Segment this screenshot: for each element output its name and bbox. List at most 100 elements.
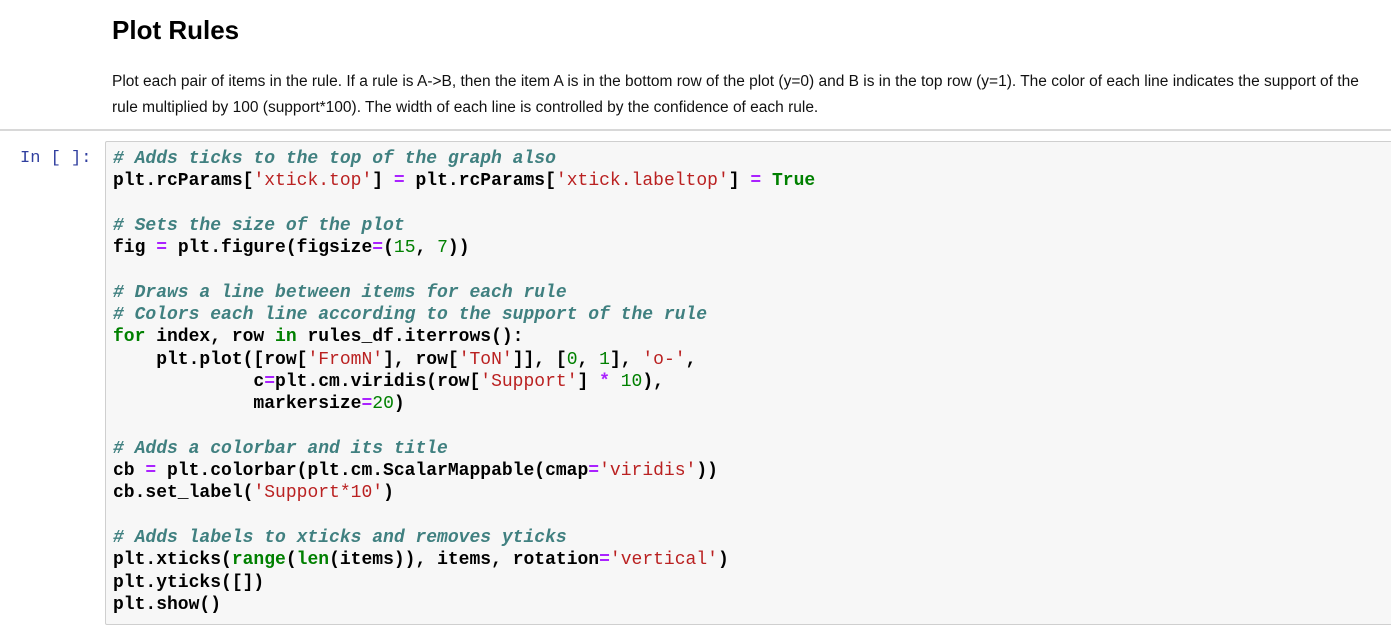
input-prompt: In [ ]: (20, 149, 92, 168)
code-token: 1 (599, 349, 610, 370)
code-token: plt.xticks( (113, 550, 232, 571)
code-token: , (577, 349, 600, 370)
code-token: markersize (113, 394, 362, 415)
code-token: 'vertical' (609, 550, 718, 571)
code-token: = (156, 238, 168, 259)
code-token: len (296, 550, 330, 571)
code-comment: # Sets the size of the plot (113, 215, 405, 236)
code-token: (items)), items, rotation (329, 550, 600, 571)
code-token: 0 (566, 349, 578, 370)
code-token: fig (113, 238, 157, 259)
code-comment: # Colors each line according to the supp… (113, 305, 708, 326)
code-token: ] (728, 171, 751, 192)
code-line (113, 505, 815, 527)
code-line: plt.xticks(range(len(items)), items, rot… (113, 549, 815, 571)
code-token: plt.figure(figsize (167, 238, 373, 259)
code-token: cb.set_label( (113, 483, 254, 504)
code-line: for index, row in rules_df.iterrows(): (113, 326, 815, 348)
code-token: ) (717, 550, 729, 571)
code-token: for (113, 327, 146, 348)
code-line: fig = plt.figure(figsize=(15, 7)) (113, 237, 815, 259)
code-line: plt.show() (113, 594, 815, 616)
code-line (113, 259, 815, 281)
code-line (113, 416, 815, 438)
code-line: # Draws a line between items for each ru… (113, 282, 815, 304)
code-token: plt.yticks([]) (113, 572, 265, 593)
code-line: # Adds ticks to the top of the graph als… (113, 148, 815, 170)
code-token: 10 (620, 371, 643, 392)
code-token: plt.plot([row[ (113, 349, 308, 370)
code-token: * (599, 371, 610, 392)
code-token: c (113, 371, 265, 392)
code-token: 7 (437, 238, 448, 259)
code-token: = (361, 394, 373, 415)
code-token: plt.cm.viridis(row[ (275, 371, 481, 392)
code-line: # Colors each line according to the supp… (113, 304, 815, 326)
code-token: plt.rcParams[ (113, 171, 254, 192)
cell-separator (0, 129, 1391, 131)
code-line: markersize=20) (113, 393, 815, 415)
code-token (761, 171, 772, 191)
code-token: 'xtick.labeltop' (555, 171, 729, 192)
code-token: ], row[ (383, 349, 459, 370)
description-paragraph: Plot each pair of items in the rule. If … (112, 73, 1359, 116)
code-token: = (145, 461, 157, 482)
code-token: = (599, 550, 610, 571)
code-token: ] (577, 371, 600, 392)
code-token: ]], [ (512, 349, 567, 370)
code-line: # Adds a colorbar and its title (113, 438, 815, 460)
code-token (610, 372, 621, 392)
code-token: 15 (393, 238, 416, 259)
code-token: , (685, 349, 697, 370)
code-token: plt.rcParams[ (404, 171, 556, 192)
code-token: True (771, 171, 816, 192)
code-token: ], (609, 349, 643, 370)
code-token: ) (383, 483, 394, 504)
code-token: ] (372, 171, 394, 192)
code-token: ) (393, 394, 405, 415)
code-token: ( (383, 238, 394, 259)
code-token: range (231, 550, 286, 571)
code-token: index, row (145, 327, 276, 348)
code-line: plt.yticks([]) (113, 572, 815, 594)
code-line: plt.rcParams['xtick.top'] = plt.rcParams… (113, 170, 815, 192)
code-token: = (264, 371, 276, 392)
code-token: ( (285, 550, 297, 571)
code-line: # Adds labels to xticks and removes ytic… (113, 527, 815, 549)
code-token: )) (447, 238, 470, 259)
code-token: , (415, 238, 438, 259)
code-token: = (372, 238, 384, 259)
code-token: 'viridis' (599, 461, 697, 482)
code-line (113, 193, 815, 215)
code-token: plt.show() (113, 594, 222, 615)
code-token: rules_df.iterrows(): (296, 327, 524, 348)
code-token: ), (642, 371, 664, 392)
code-token: = (588, 461, 600, 482)
code-token: in (275, 327, 297, 348)
code-token: )) (696, 461, 718, 482)
code-token: 'ToN' (458, 349, 513, 370)
code-cell-editor[interactable]: # Adds ticks to the top of the graph als… (105, 141, 1391, 625)
code-token: 'Support*10' (253, 483, 384, 504)
code-token: cb (113, 461, 146, 482)
code-comment: # Draws a line between items for each ru… (113, 282, 567, 303)
code-token: 20 (372, 394, 394, 415)
code-line: # Sets the size of the plot (113, 215, 815, 237)
code-comment: # Adds a colorbar and its title (113, 438, 448, 459)
code-token: = (750, 171, 762, 192)
code-comment: # Adds labels to xticks and removes ytic… (113, 528, 567, 549)
code-token: 'FromN' (307, 349, 384, 370)
code-line: plt.plot([row['FromN'], row['ToN']], [0,… (113, 349, 815, 371)
code-line: cb = plt.colorbar(plt.cm.ScalarMappable(… (113, 460, 815, 482)
section-heading: Plot Rules (112, 15, 240, 45)
code-token: 'Support' (480, 371, 578, 392)
code-comment: # Adds ticks to the top of the graph als… (113, 149, 556, 169)
code-token: = (393, 171, 405, 192)
code-token: plt.colorbar(plt.cm.ScalarMappable(cmap (156, 461, 589, 482)
code-token: 'xtick.top' (253, 171, 373, 192)
markdown-cell[interactable]: Plot Rules Plot each pair of items in th… (112, 12, 1387, 121)
code-token: 'o-' (642, 349, 686, 370)
code-content[interactable]: # Adds ticks to the top of the graph als… (113, 148, 815, 616)
code-line: cb.set_label('Support*10') (113, 482, 815, 504)
code-line: c=plt.cm.viridis(row['Support'] * 10), (113, 371, 815, 393)
